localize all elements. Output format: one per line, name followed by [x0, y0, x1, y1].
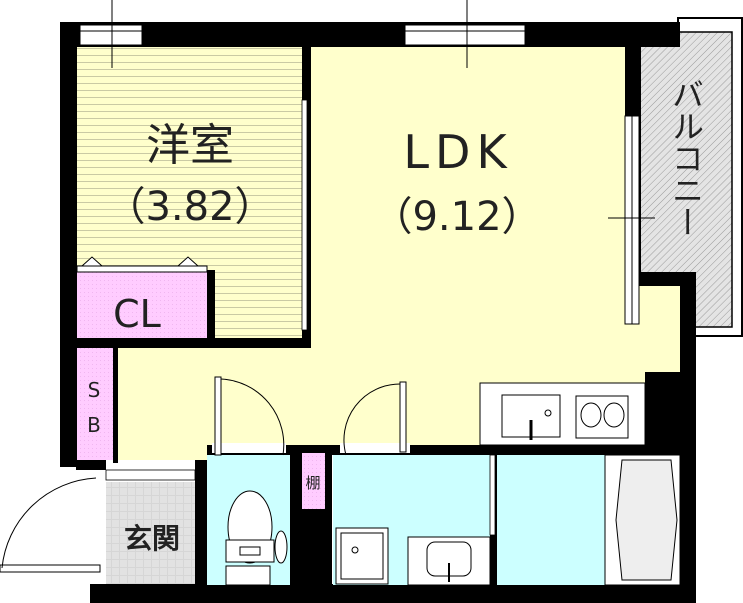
ldk-label: LDK: [403, 125, 512, 179]
window-balcony: [608, 115, 655, 325]
toilet-icon: [225, 490, 288, 586]
bathtub-icon: [604, 454, 681, 586]
bathroom: [497, 455, 605, 585]
entrance-label: 玄関: [124, 522, 180, 555]
sliding-door-partition[interactable]: [301, 99, 308, 331]
window-western: [79, 0, 143, 68]
washing-machine-icon: [335, 527, 389, 585]
ldk-size: （9.12）: [372, 194, 541, 240]
shoe-box-label-b: B: [87, 413, 101, 437]
western-room-size: （3.82）: [105, 184, 274, 230]
shoe-box: S B: [77, 348, 118, 463]
kitchen-counter: [479, 382, 646, 446]
closet-label: CL: [113, 292, 161, 336]
entrance: 玄関: [105, 469, 196, 584]
entrance-door[interactable]: [0, 477, 104, 582]
western-room-label: 洋室: [146, 120, 234, 171]
shoe-box-label-s: S: [88, 378, 101, 402]
shelf-label: 棚: [305, 474, 320, 492]
ldk-room: [116, 47, 680, 460]
balcony-label: バルコニー: [667, 78, 705, 238]
toilet-door[interactable]: [212, 376, 286, 456]
window-ldk: [404, 0, 526, 68]
shelf: 棚: [302, 453, 325, 509]
washbasin-icon: [407, 536, 491, 586]
bath-door[interactable]: [489, 454, 496, 536]
closet: CL: [76, 256, 215, 340]
washroom-door[interactable]: [340, 381, 410, 456]
